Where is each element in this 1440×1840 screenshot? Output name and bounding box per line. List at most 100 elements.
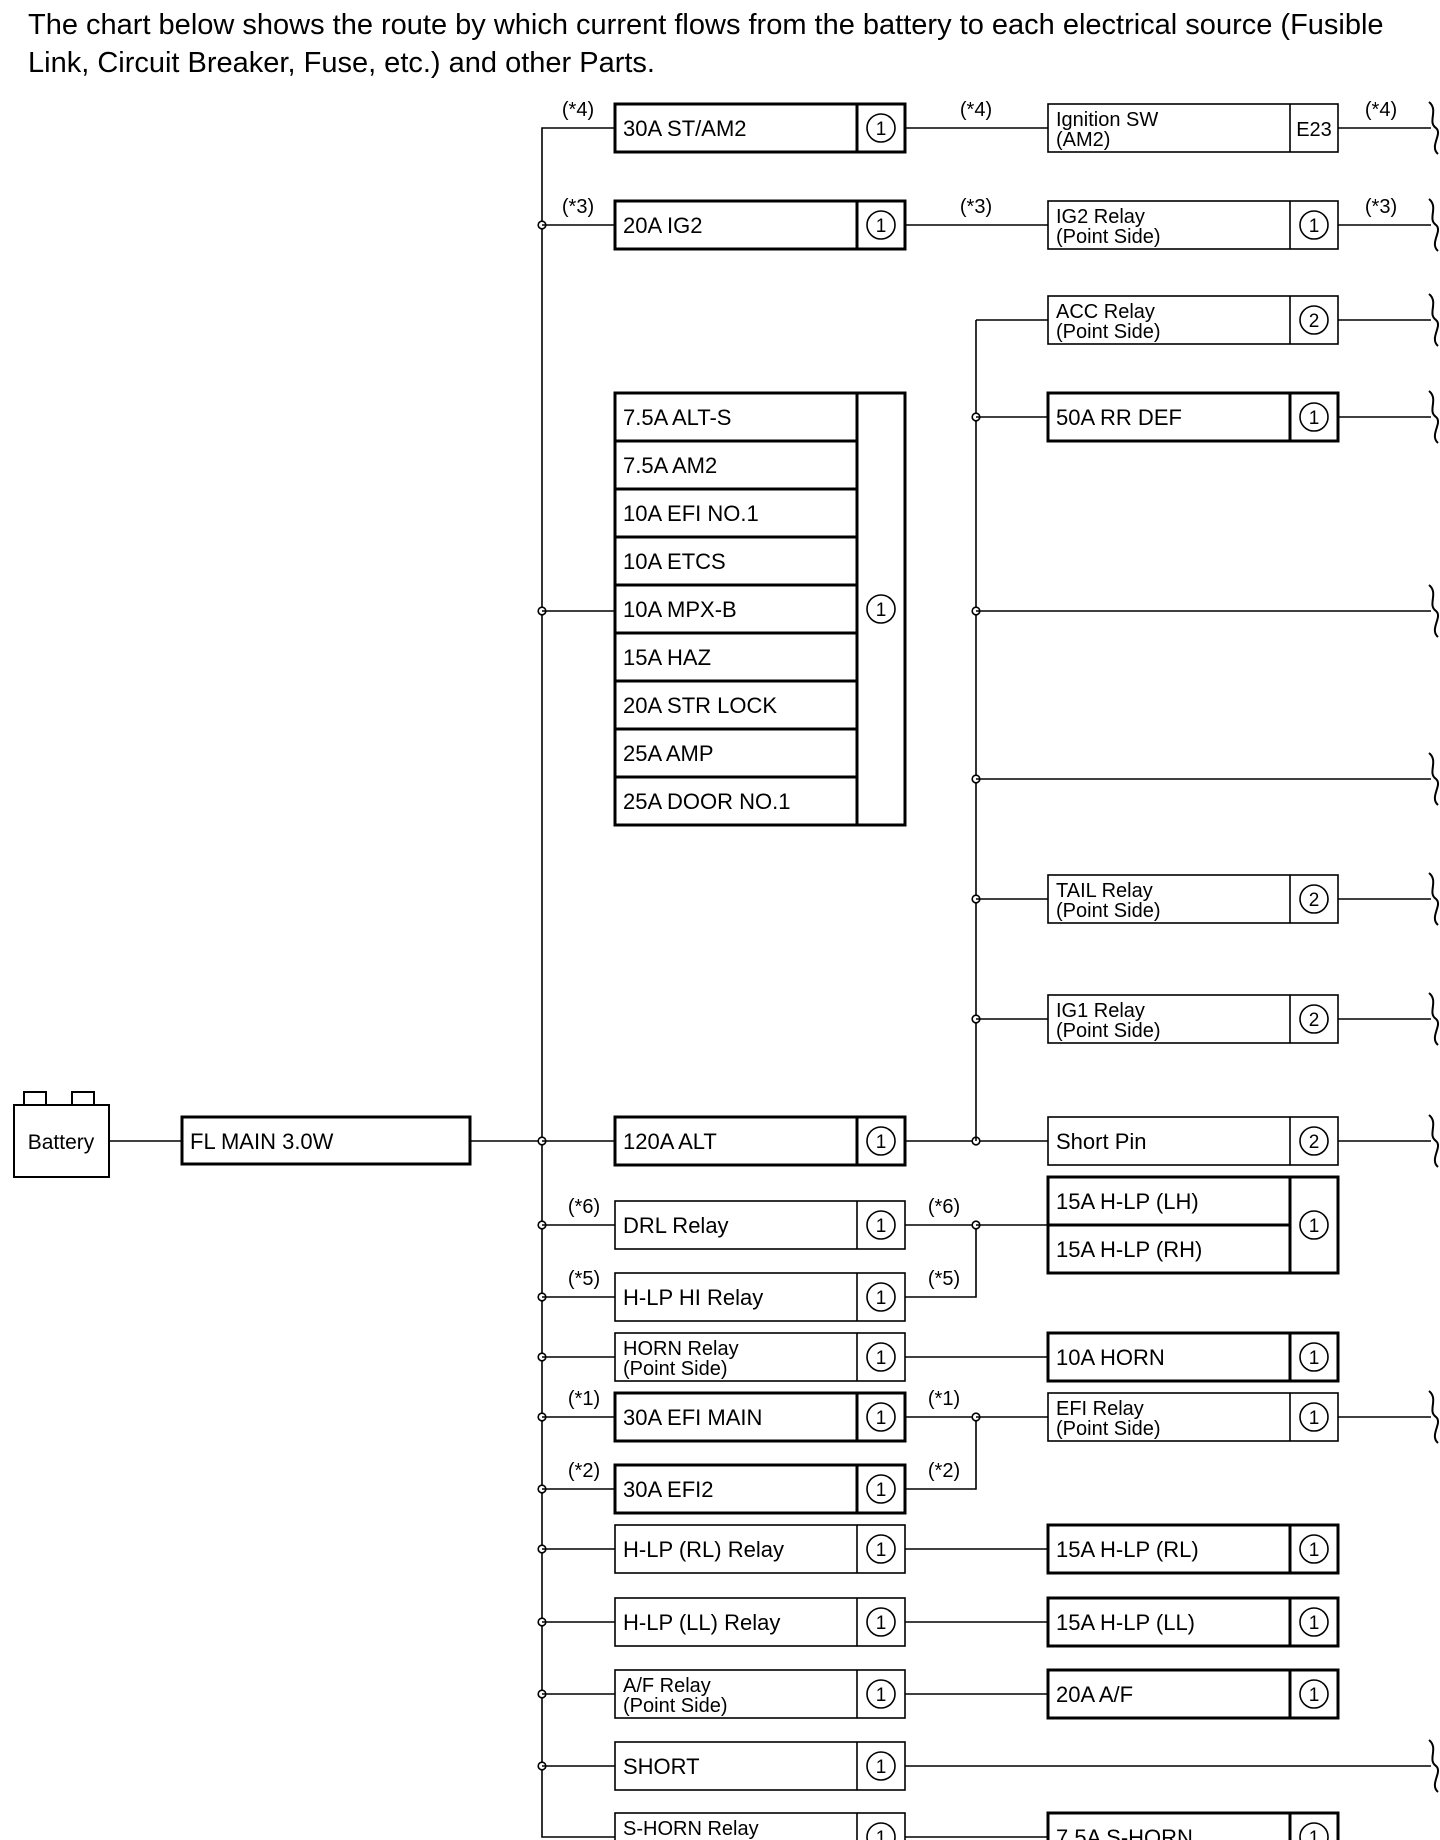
wire-note: (*3) <box>562 196 594 218</box>
fuse-label: 10A EFI NO.1 <box>623 501 759 526</box>
connector-number: 1 <box>876 1540 887 1561</box>
continuation-mark <box>1428 752 1439 806</box>
battery-terminal <box>71 1091 95 1106</box>
connector-circle <box>866 1126 896 1156</box>
component-label: IG1 Relay <box>1056 1000 1145 1022</box>
headlamp-fuse-cell <box>1046 1175 1292 1227</box>
wire-note: (*3) <box>1365 196 1397 218</box>
connector-circle <box>866 594 896 624</box>
component-label: H-LP HI Relay <box>623 1285 763 1310</box>
connector-number: 1 <box>876 600 887 621</box>
component-label: 30A ST/AM2 <box>623 116 747 141</box>
connector-number: 1 <box>1309 1685 1320 1706</box>
component-label: (Point Side) <box>623 1695 728 1717</box>
component-label: 120A ALT <box>623 1129 717 1154</box>
headlamp-fuse-label: 15A H-LP (RH) <box>1056 1237 1202 1262</box>
component-label: (Point Side) <box>623 1838 728 1840</box>
component-label: HORN Relay <box>623 1338 739 1360</box>
continuation-mark <box>1428 390 1439 444</box>
fuse-label: 25A DOOR NO.1 <box>623 789 791 814</box>
fuse-label: 20A STR LOCK <box>623 693 777 718</box>
connector-circle <box>866 1607 896 1637</box>
fuse-label: 7.5A AM2 <box>623 453 717 478</box>
connector-number: 1 <box>876 1216 887 1237</box>
connector-circle <box>1299 1126 1329 1156</box>
connector-number: 1 <box>1309 1408 1320 1429</box>
component-label: 50A RR DEF <box>1056 405 1182 430</box>
connector-circle <box>1299 1004 1329 1034</box>
connector-number: 1 <box>1309 1828 1320 1840</box>
connector-circle <box>1299 210 1329 240</box>
wire-note: (*1) <box>928 1388 960 1410</box>
connector-number: 2 <box>1309 311 1320 332</box>
wire-note: (*5) <box>568 1268 600 1290</box>
connector-circle <box>1299 1534 1329 1564</box>
fuse-label: 10A ETCS <box>623 549 726 574</box>
wire-note: (*2) <box>568 1460 600 1482</box>
connector-circle <box>866 1679 896 1709</box>
continuation-mark <box>1428 584 1439 638</box>
connector-number: 1 <box>1309 216 1320 237</box>
connector-number: 1 <box>1309 1348 1320 1369</box>
fuse-label: 7.5A ALT-S <box>623 405 731 430</box>
component-label: SHORT <box>623 1754 700 1779</box>
connector-code: E23 <box>1296 119 1332 141</box>
connector-circle <box>866 1342 896 1372</box>
connector-number: 1 <box>876 1757 887 1778</box>
component-label: IG2 Relay <box>1056 206 1145 228</box>
battery-terminal <box>23 1091 47 1106</box>
connector-number: 1 <box>1309 408 1320 429</box>
connector-number: 1 <box>876 1288 887 1309</box>
continuation-mark <box>1428 1390 1439 1444</box>
connector-circle <box>866 1402 896 1432</box>
connector-circle <box>866 210 896 240</box>
connector-number: 1 <box>876 1348 887 1369</box>
connector-circle <box>1299 1679 1329 1709</box>
component-label: (Point Side) <box>1056 1020 1161 1042</box>
connector-number: 1 <box>876 216 887 237</box>
continuation-mark <box>1428 992 1439 1046</box>
component-label: 10A HORN <box>1056 1345 1165 1370</box>
connector-number: 1 <box>1309 1540 1320 1561</box>
wire-note: (*1) <box>568 1388 600 1410</box>
component-label: ACC Relay <box>1056 301 1155 323</box>
intro-text: The chart below shows the route by which… <box>28 9 1384 79</box>
wire-note: (*6) <box>928 1196 960 1218</box>
wire-note: (*4) <box>1365 99 1397 121</box>
headlamp-fuse-label: 15A H-LP (LH) <box>1056 1189 1199 1214</box>
connector-number: 1 <box>1309 1613 1320 1634</box>
continuation-mark <box>1428 101 1439 155</box>
connector-circle <box>866 1534 896 1564</box>
wire <box>905 1225 977 1298</box>
component-label: 20A A/F <box>1056 1682 1133 1707</box>
component-label: (AM2) <box>1056 129 1110 151</box>
component-label: 30A EFI MAIN <box>623 1405 762 1430</box>
component-label: 15A H-LP (LL) <box>1056 1610 1195 1635</box>
connector-number: 1 <box>876 1132 887 1153</box>
component-label: H-LP (RL) Relay <box>623 1537 784 1562</box>
component-label: (Point Side) <box>1056 321 1161 343</box>
connector-number: 1 <box>876 1408 887 1429</box>
fuse-label: 15A HAZ <box>623 645 711 670</box>
battery-body <box>13 1104 110 1178</box>
connector-circle <box>1299 1342 1329 1372</box>
wire-note: (*3) <box>960 196 992 218</box>
component-label: DRL Relay <box>623 1213 729 1238</box>
wire <box>905 1417 977 1490</box>
connector-circle <box>1299 1607 1329 1637</box>
connector-circle <box>866 113 896 143</box>
connector-circle <box>1299 1402 1329 1432</box>
connector-number: 1 <box>876 1685 887 1706</box>
component-label: 15A H-LP (RL) <box>1056 1537 1199 1562</box>
wire <box>541 127 615 1838</box>
component-label: (Point Side) <box>623 1358 728 1380</box>
connector-number: 2 <box>1309 1010 1320 1031</box>
component-label: A/F Relay <box>623 1675 711 1697</box>
connector-circle <box>1299 305 1329 335</box>
connector-circle <box>1299 1822 1329 1840</box>
continuation-mark <box>1428 1114 1439 1168</box>
connector-circle <box>866 1822 896 1840</box>
component-label: EFI Relay <box>1056 1398 1144 1420</box>
main-link-label: FL MAIN 3.0W <box>190 1129 334 1154</box>
